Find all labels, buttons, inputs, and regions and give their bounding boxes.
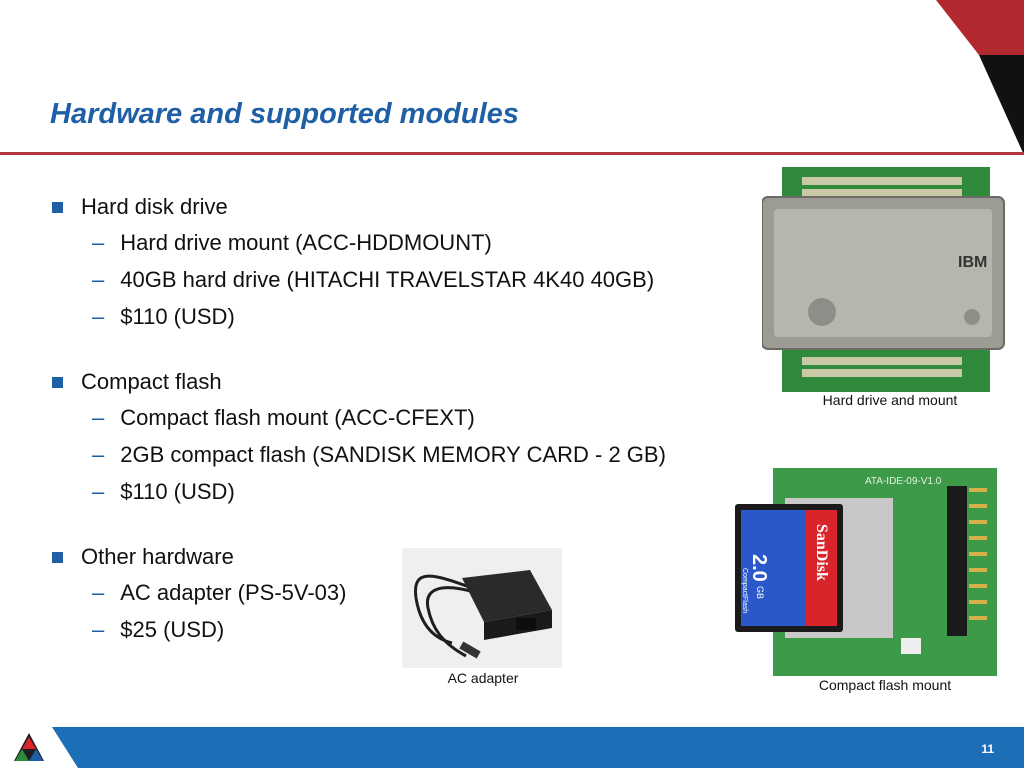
section-hard-disk: Hard disk drive –Hard drive mount (ACC-H… (52, 190, 772, 335)
bullet-heading: Other hardware (52, 540, 772, 574)
section-other-hardware: Other hardware –AC adapter (PS-5V-03) –$… (52, 540, 772, 648)
cf-type-label: CompactFlash (741, 568, 748, 613)
sub-bullet: –Hard drive mount (ACC-HDDMOUNT) (92, 229, 492, 255)
sub-bullet: –$110 (USD) (92, 478, 235, 504)
cf-unit-label: GB (755, 586, 765, 599)
square-bullet-icon (52, 376, 63, 388)
corner-decoration (936, 0, 1024, 155)
sub-bullet: –AC adapter (PS-5V-03) (92, 579, 347, 605)
cf-brand-label: SanDisk (813, 524, 830, 581)
sub-bullet: –$110 (USD) (92, 303, 235, 329)
hdd-caption: Hard drive and mount (822, 392, 958, 408)
cf-caption: Compact flash mount (818, 677, 952, 693)
sub-bullet: –2GB compact flash (SANDISK MEMORY CARD … (92, 441, 666, 467)
bullet-heading: Compact flash (52, 365, 772, 399)
title-divider (0, 152, 1024, 155)
sub-bullet: –$25 (USD) (92, 616, 225, 642)
sub-bullet: –Compact flash mount (ACC-CFEXT) (92, 404, 475, 430)
square-bullet-icon (52, 551, 63, 563)
square-bullet-icon (52, 201, 63, 213)
cf-board-label: ATA-IDE-09-V1.0 (865, 476, 942, 487)
section-compact-flash: Compact flash –Compact flash mount (ACC-… (52, 365, 772, 510)
footer-bar (0, 727, 1024, 768)
hard-drive-photo: IBM (762, 167, 1006, 392)
footer-logo-block (0, 727, 78, 768)
compact-flash-photo: ATA-IDE-09-V1.0 2.0 CompactFlash GB SanD… (735, 468, 997, 676)
page-number: 11 (981, 742, 994, 756)
slide-title: Hardware and supported modules (50, 98, 519, 130)
company-logo-icon (14, 733, 44, 761)
bullet-heading: Hard disk drive (52, 190, 772, 224)
ac-adapter-photo (402, 548, 562, 668)
sub-bullet: –40GB hard drive (HITACHI TRAVELSTAR 4K4… (92, 266, 655, 292)
cf-capacity-label: 2.0 (748, 554, 770, 582)
ac-adapter-caption: AC adapter (447, 670, 519, 686)
bullet-list: Hard disk drive –Hard drive mount (ACC-H… (52, 190, 772, 678)
hdd-brand-label: IBM (958, 254, 987, 271)
